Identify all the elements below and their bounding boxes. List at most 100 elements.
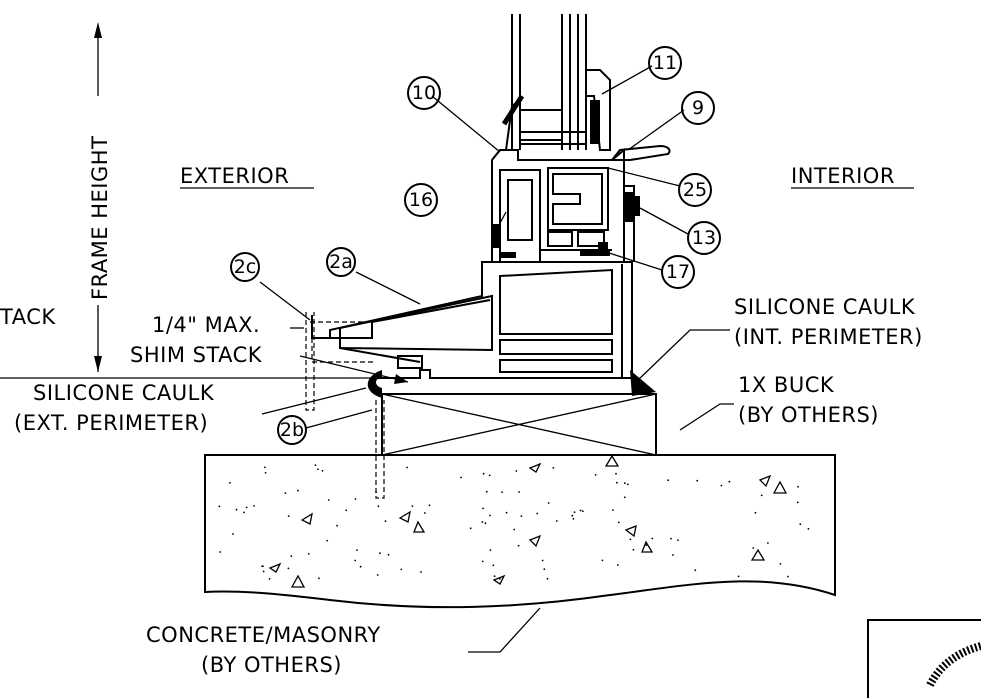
concrete-speckle	[411, 505, 414, 507]
concrete-speckle	[482, 472, 485, 475]
concrete-speckle	[482, 507, 484, 510]
concrete-speckle	[481, 560, 484, 563]
concrete-speckle	[218, 505, 221, 508]
concrete-speckle	[492, 564, 495, 567]
concrete-speckle	[796, 501, 799, 504]
shim-stack	[305, 312, 385, 499]
concrete-speckle	[501, 491, 503, 493]
concrete-speckle	[229, 481, 231, 484]
callout-2c-text: 2c	[234, 256, 257, 278]
concrete-speckle	[376, 574, 379, 576]
concrete-speckle	[520, 515, 523, 517]
callout-9[interactable]: 9	[681, 91, 715, 125]
concrete-speckle	[377, 505, 380, 508]
callout-2a[interactable]: 2a	[326, 247, 356, 277]
concrete-speckle	[428, 504, 431, 507]
concrete-speckle	[799, 523, 802, 526]
concrete-speckle	[327, 499, 330, 501]
callout-11[interactable]: 11	[648, 46, 682, 80]
concrete-speckle	[572, 518, 575, 520]
caulk-ext-label-line1: SILICONE CAULK	[33, 381, 215, 405]
concrete-speckle	[627, 483, 629, 486]
caulk-ext-label-line2: (EXT. PERIMETER)	[14, 411, 208, 435]
concrete-speckle	[677, 539, 679, 541]
callout-25-text: 25	[683, 179, 707, 201]
concrete-speckle	[670, 537, 672, 540]
concrete-speckle	[616, 481, 618, 484]
concrete-speckle	[645, 544, 648, 547]
exterior-label: EXTERIOR	[180, 164, 289, 188]
concrete-speckle	[629, 538, 632, 541]
concrete-speckle	[484, 522, 487, 525]
concrete-speckle	[297, 489, 299, 492]
stack-fragment-label: TACK	[0, 305, 56, 329]
concrete-speckle	[632, 548, 635, 551]
concrete-speckle	[284, 492, 287, 494]
concrete-speckle	[505, 511, 508, 514]
concrete-label-line2: (BY OTHERS)	[201, 653, 342, 677]
concrete-speckle	[797, 485, 799, 488]
concrete-speckle	[720, 484, 723, 487]
concrete-speckle	[235, 508, 238, 511]
callout-17-text: 17	[666, 261, 690, 283]
concrete-speckle	[594, 474, 597, 476]
concrete-speckle	[546, 577, 549, 580]
concrete-speckle	[807, 527, 810, 530]
concrete-speckle	[406, 466, 408, 469]
callout-13[interactable]: 13	[687, 221, 721, 255]
callout-2c[interactable]: 2c	[230, 252, 260, 282]
concrete-speckle	[354, 498, 357, 500]
concrete-speckle	[489, 549, 492, 551]
leader-lines	[259, 65, 734, 653]
concrete-speckle	[336, 524, 338, 527]
concrete-speckle	[624, 482, 626, 485]
concrete-speckle	[547, 502, 550, 504]
frame-height-label: FRAME HEIGHT	[88, 136, 112, 300]
concrete-speckle	[345, 509, 348, 512]
concrete-speckle	[579, 509, 582, 512]
concrete-speckle	[264, 466, 266, 469]
callout-25[interactable]: 25	[678, 173, 712, 207]
concrete-speckle	[245, 506, 248, 509]
concrete-speckle	[318, 577, 320, 580]
concrete-speckle	[581, 510, 584, 513]
concrete-speckle	[760, 494, 763, 497]
concrete-aggregate	[218, 464, 810, 580]
concrete-speckle	[356, 549, 358, 551]
concrete-speckle	[752, 547, 755, 549]
concrete-speckle	[779, 563, 782, 565]
concrete-speckle	[541, 559, 544, 562]
concrete-speckle	[290, 555, 293, 558]
concrete-speckle	[359, 565, 362, 568]
concrete-speckle	[767, 542, 769, 544]
callout-17[interactable]: 17	[661, 255, 695, 289]
concrete-speckle	[261, 565, 263, 568]
concrete-speckle	[219, 551, 222, 553]
callout-9-text: 9	[692, 97, 704, 119]
concrete-speckle	[612, 509, 614, 511]
concrete-speckle	[481, 521, 484, 523]
concrete-speckle	[754, 511, 757, 514]
concrete-speckle	[287, 515, 290, 517]
callout-16-text: 16	[409, 189, 433, 211]
shim-label-line1: 1/4" MAX.	[152, 313, 260, 337]
caulk-int-label-line2: (INT. PERIMETER)	[734, 325, 923, 349]
concrete-speckle	[601, 559, 604, 562]
concrete-speckle	[326, 539, 329, 542]
caulk-int-label-line1: SILICONE CAULK	[734, 295, 916, 319]
concrete-speckle	[728, 480, 731, 483]
concrete-speckle	[243, 511, 246, 514]
concrete-speckle	[552, 466, 555, 469]
seals	[492, 192, 640, 258]
callout-16[interactable]: 16	[404, 183, 438, 217]
callout-10[interactable]: 10	[407, 76, 441, 110]
concrete-speckle	[469, 527, 472, 530]
concrete-speckle	[694, 569, 697, 572]
concrete-speckle	[354, 559, 357, 562]
callout-11-text: 11	[653, 52, 677, 74]
stamp-seal-partial	[867, 619, 981, 698]
callout-2b[interactable]: 2b	[277, 415, 307, 445]
callout-13-text: 13	[692, 227, 716, 249]
